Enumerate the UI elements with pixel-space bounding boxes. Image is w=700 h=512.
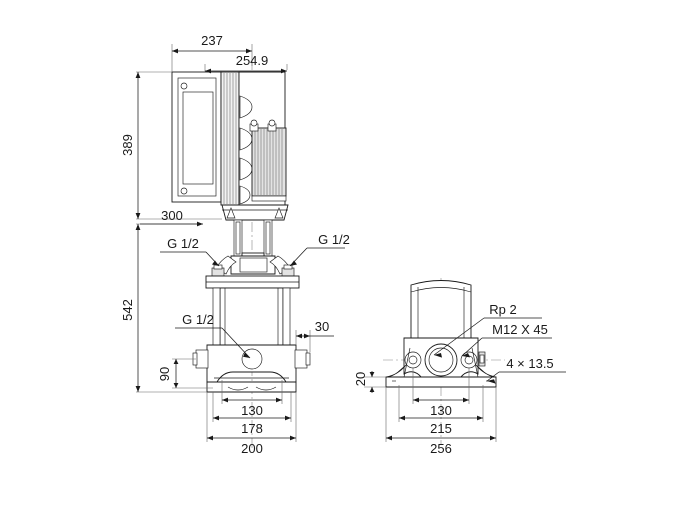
head-flange-plate xyxy=(205,275,300,289)
dimension-130-front: 130 xyxy=(221,380,283,418)
pump-base-casting xyxy=(192,344,311,393)
dimension-90: 90 xyxy=(157,358,213,389)
terminal-box xyxy=(171,71,222,203)
callout-g12-lower-label: G 1/2 xyxy=(182,312,214,327)
dimension-256: 256 xyxy=(385,387,497,456)
motor-stool-flange xyxy=(221,204,289,221)
dimension-215-label: 215 xyxy=(430,421,452,436)
motor-fin-stack xyxy=(220,71,240,206)
motor-heatsink-block xyxy=(249,119,287,202)
coupling-guard xyxy=(233,219,273,257)
dimension-389-label: 389 xyxy=(120,134,135,156)
callout-m12x45: M12 X 45 xyxy=(461,322,552,358)
dimension-389: 389 xyxy=(120,71,222,220)
dimension-254-9-label: 254.9 xyxy=(236,53,269,68)
dimension-178: 178 xyxy=(212,392,292,436)
dimension-30-label: 30 xyxy=(315,319,329,334)
callout-mounting-holes: 4 × 13.5 xyxy=(486,356,566,384)
callout-rp2: Rp 2 xyxy=(433,302,542,358)
dimension-254-9: 254.9 xyxy=(204,53,288,74)
dimension-200: 200 xyxy=(206,392,297,456)
dimension-200-label: 200 xyxy=(241,441,263,456)
g12-port-left xyxy=(211,264,225,277)
callout-m12x45-label: M12 X 45 xyxy=(492,322,548,337)
dimension-30: 30 xyxy=(295,319,334,352)
pump-chamber-sleeve xyxy=(212,287,291,346)
dimension-130-side-label: 130 xyxy=(430,403,452,418)
dimension-130-side: 130 xyxy=(412,368,470,418)
dimension-300: 300 xyxy=(140,208,203,227)
dimension-237-label: 237 xyxy=(201,33,223,48)
dimension-300-label: 300 xyxy=(161,208,183,223)
callout-g12-right-top: G 1/2 xyxy=(289,232,350,267)
callout-g12-left-top: G 1/2 xyxy=(160,236,220,267)
dimension-90-label: 90 xyxy=(157,367,172,381)
dimension-237: 237 xyxy=(171,33,253,72)
dimension-20-label: 20 xyxy=(353,372,368,386)
dimension-256-label: 256 xyxy=(430,441,452,456)
dimension-542-label: 542 xyxy=(120,299,135,321)
callout-rp2-label: Rp 2 xyxy=(489,302,516,317)
callout-g12-right-top-label: G 1/2 xyxy=(318,232,350,247)
callout-mounting-holes-label: 4 × 13.5 xyxy=(506,356,553,371)
callout-g12-left-top-label: G 1/2 xyxy=(167,236,199,251)
dimension-178-label: 178 xyxy=(241,421,263,436)
callout-g12-lower: G 1/2 xyxy=(175,312,251,359)
side-chamber-sleeve xyxy=(410,280,472,339)
front-elevation-view xyxy=(171,71,311,393)
dimension-130-front-label: 130 xyxy=(241,403,263,418)
dimension-215: 215 xyxy=(398,385,484,436)
g12-port-right xyxy=(281,264,295,277)
pump-head xyxy=(211,255,295,277)
side-base-casting xyxy=(403,337,486,379)
bottom-base-view xyxy=(385,280,497,388)
dimension-20: 20 xyxy=(353,371,386,393)
